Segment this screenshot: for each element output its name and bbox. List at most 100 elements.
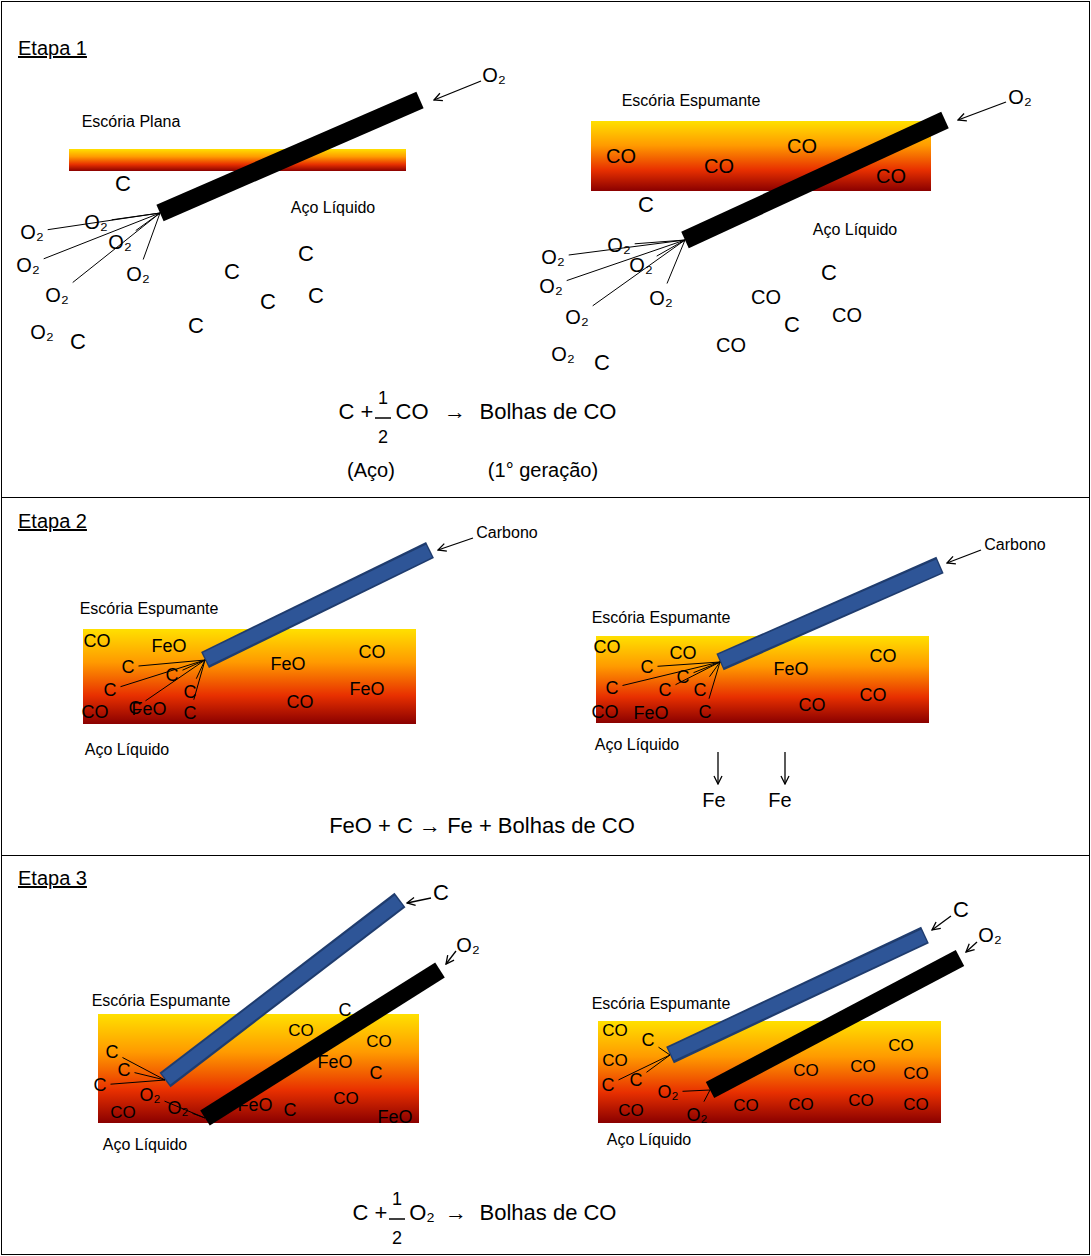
species-label: CO xyxy=(333,1089,359,1109)
diagram-label: C xyxy=(694,680,707,701)
species-label: CO xyxy=(787,135,817,158)
diagram-label: Fe xyxy=(768,789,791,812)
diagram-label: O₂ xyxy=(168,1098,189,1119)
diagram-label: O₂ xyxy=(20,221,43,244)
species-label: CO xyxy=(888,1036,914,1056)
diagram-label: C xyxy=(224,259,240,284)
species-label: CO xyxy=(602,1021,628,1041)
diagram-label: CO xyxy=(594,637,621,658)
bubble-ellipse: FeO xyxy=(140,633,198,659)
diagram-label: Aço Líquido xyxy=(291,199,376,217)
species-label: CO xyxy=(903,1064,929,1084)
diagram-label: FeO xyxy=(237,1095,272,1116)
species-label: FeO xyxy=(633,703,668,724)
bubble-ellipse: CO xyxy=(840,1086,882,1116)
species-label: CO xyxy=(848,1091,874,1111)
diagram-label: (1° geração) xyxy=(488,459,598,482)
species-label: CO xyxy=(110,1103,136,1123)
bubble-ellipse: CO xyxy=(325,1084,367,1114)
stage-panel: Etapa 3Escória EspumanteCOCOCOCOEscória … xyxy=(1,855,1090,1255)
species-label: CO xyxy=(288,1021,314,1041)
diagram-label: C xyxy=(106,1042,119,1063)
species-label: CO xyxy=(618,1101,644,1121)
diagram-label: O₂ xyxy=(456,934,479,957)
diagram-label: C xyxy=(594,350,610,375)
bubble-ellipse: CO xyxy=(358,1027,400,1057)
diagram-label: CO xyxy=(860,685,887,706)
diagram-label: Bolhas de CO xyxy=(480,399,617,424)
spray-line xyxy=(635,240,685,244)
diagram-label: C xyxy=(184,703,197,724)
bubble-ellipse: CO xyxy=(895,1059,937,1089)
diagram-label: O₂ xyxy=(1008,86,1031,109)
diagram-label: CO xyxy=(592,702,619,723)
diagram-label: C xyxy=(188,313,204,338)
bubble-ellipse: FeO xyxy=(621,701,681,725)
diagram-label: CO xyxy=(287,692,314,713)
diagram-label: O₂ xyxy=(30,321,53,344)
species-label: CO xyxy=(876,165,906,188)
slag-label: Escória Espumante xyxy=(592,609,731,627)
diagram-label: C xyxy=(115,171,131,196)
diagram-label: C xyxy=(630,1070,643,1091)
diagram-label: C + xyxy=(353,1200,388,1225)
spray-line xyxy=(143,213,160,260)
diagram-label: O₂ xyxy=(409,1200,435,1225)
diagram-label: Bolhas de CO xyxy=(480,1200,617,1225)
diagram-label: C xyxy=(638,192,654,217)
diagram-label: 2 xyxy=(392,1228,402,1249)
diagram-label: O₂ xyxy=(978,924,1001,947)
diagram-label: 1 xyxy=(392,1189,402,1210)
diagram-label: C xyxy=(602,1075,615,1096)
bubble-ellipse: CO xyxy=(591,141,651,171)
diagram-label: C xyxy=(370,1063,383,1084)
diagram-label: O₂ xyxy=(541,246,564,269)
diagram-label: O₂ xyxy=(108,231,131,254)
diagram-label: CO xyxy=(82,702,109,723)
species-label: CO xyxy=(793,1061,819,1081)
spray-line xyxy=(667,240,685,284)
bubble-ellipse: CO xyxy=(895,1090,937,1120)
diagram-label: C xyxy=(122,657,135,678)
diagram-label: FeO + C → Fe + Bolhas de CO xyxy=(329,813,635,838)
bubble-ellipse: CO xyxy=(734,281,798,313)
bubble-ellipse: CO xyxy=(699,329,763,361)
diagram-label: C xyxy=(433,880,449,905)
diagram-label: Fe xyxy=(702,789,725,812)
diagram-label: C xyxy=(821,260,837,285)
diagram-label: → xyxy=(444,399,466,424)
species-label: CO xyxy=(704,155,734,178)
diagram-label: Aço Líquido xyxy=(595,736,680,754)
diagram-label: C xyxy=(284,1100,297,1121)
stage-heading: Etapa 2 xyxy=(18,510,87,533)
species-label: CO xyxy=(850,1057,876,1077)
slag-label: Escória Espumante xyxy=(592,995,731,1013)
bubble-ellipse: CO xyxy=(689,151,749,181)
species-label: CO xyxy=(733,1096,759,1116)
diagram-label: C xyxy=(308,283,324,308)
diagram-label: C xyxy=(184,682,197,703)
oxygen-lance xyxy=(160,100,960,1118)
diagram-label: CO xyxy=(396,399,429,424)
species-label: CO xyxy=(751,286,781,309)
species-label: CO xyxy=(832,304,862,327)
diagram-label: C xyxy=(166,665,179,686)
bubble-ellipse: CO xyxy=(725,1091,767,1121)
diagram-label: Carbono xyxy=(476,524,537,542)
diagram-label: C xyxy=(260,289,276,314)
bubble-ellipse: FeO xyxy=(257,649,319,679)
diagram-label: C xyxy=(118,1060,131,1081)
diagram-label: O₂ xyxy=(551,343,574,366)
bubble-ellipse: CO xyxy=(780,1090,822,1120)
diagram-label: C xyxy=(70,329,86,354)
species-label: CO xyxy=(903,1095,929,1115)
diagram-label: O₂ xyxy=(539,275,562,298)
species-label: FeO xyxy=(349,679,384,700)
diagram-label: C xyxy=(129,698,142,719)
diagram-label: 1 xyxy=(378,388,388,409)
diagram-label: C xyxy=(606,678,619,699)
stage-heading: Etapa 3 xyxy=(18,867,87,890)
diagram-label: C xyxy=(642,1030,655,1051)
diagram-label: O₂ xyxy=(84,211,107,234)
diagram-label: FeO xyxy=(377,1107,412,1128)
